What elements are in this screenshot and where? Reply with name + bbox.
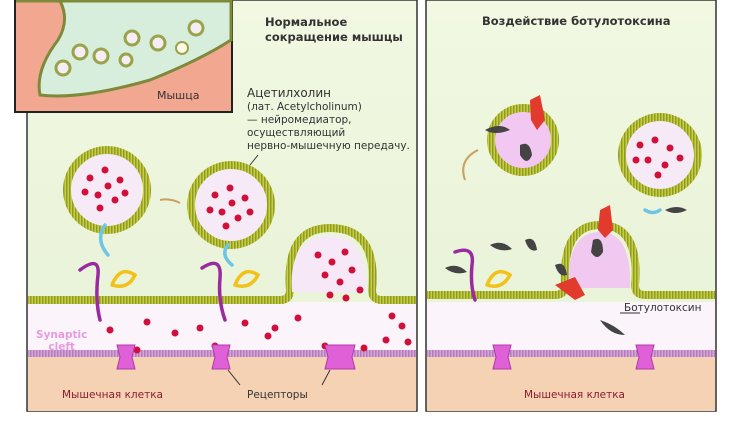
right-title: Воздействие ботулотоксина <box>482 14 671 28</box>
arrow-icon <box>462 149 479 181</box>
toxin-label: Ботулотоксин <box>624 302 702 314</box>
receptors <box>116 344 356 370</box>
acetylcholine-molecules <box>81 166 412 354</box>
snare-proteins <box>78 223 261 322</box>
muscle-cell-label-left: Мышечная клетка <box>62 389 163 401</box>
receptors-label: Рецепторы <box>247 389 308 401</box>
receptor <box>116 344 136 370</box>
vesicle <box>487 104 559 176</box>
inset-nerve-terminal <box>14 0 233 113</box>
arrow-icon <box>159 198 181 204</box>
left-title: Нормальное сокращение мышцы <box>265 15 403 44</box>
acetylcholine-caption: Ацетилхолин (лат. Acetylcholinum) — нейр… <box>247 86 410 152</box>
vesicle <box>618 113 702 197</box>
botulinum-toxin <box>530 95 613 300</box>
receptor <box>635 344 655 370</box>
nerve-membrane <box>28 223 416 304</box>
receptor <box>324 344 356 370</box>
vesicle <box>63 146 151 234</box>
synaptic-cleft-label: Synaptic cleft <box>36 329 88 353</box>
muscle-cell-label-right: Мышечная клетка <box>524 389 625 401</box>
receptor <box>492 344 512 370</box>
inset-muscle-label: Мышца <box>157 89 200 102</box>
receptor <box>211 344 231 370</box>
right-panel <box>425 0 717 412</box>
